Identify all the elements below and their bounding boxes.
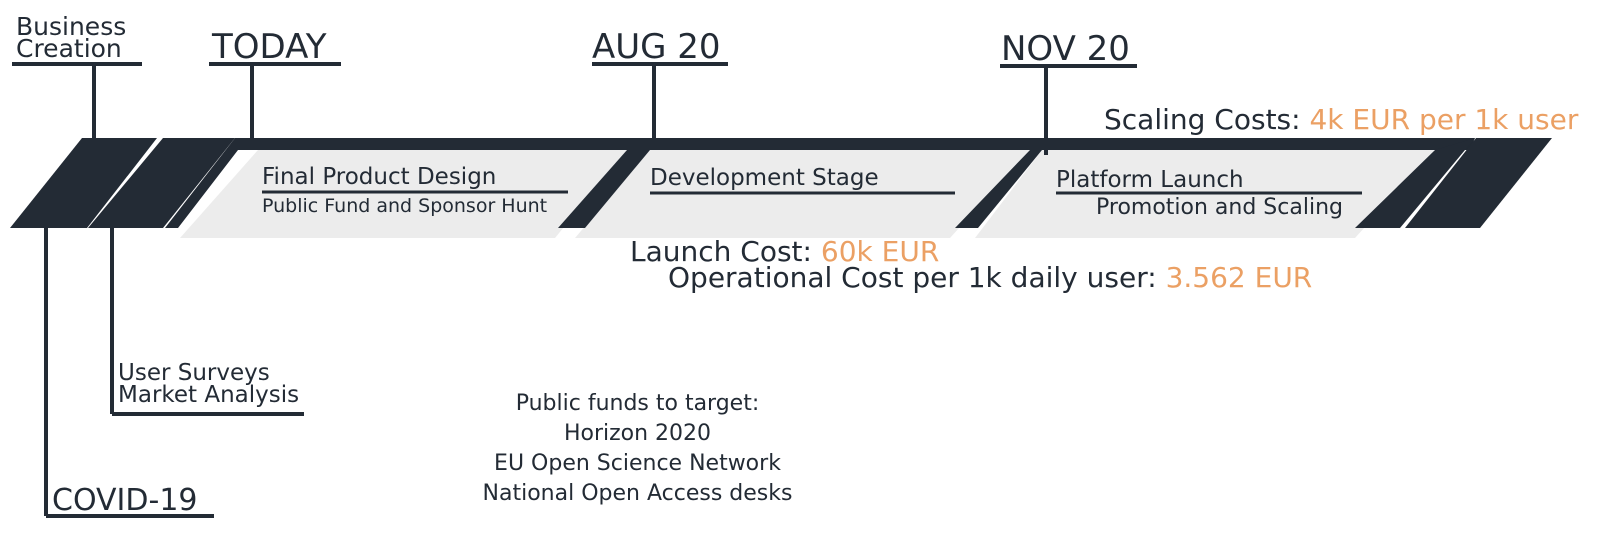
launch-cost: Launch Cost: 60k EUR — [630, 238, 939, 266]
phase-panel-1 — [180, 150, 627, 238]
phase-3-subtitle: Promotion and Scaling — [1096, 195, 1343, 220]
launch-cost-label: Launch Cost: — [630, 235, 812, 268]
user-surveys-text: User Surveys — [118, 360, 270, 386]
band-diagonal-2 — [558, 150, 650, 228]
operational-cost: Operational Cost per 1k daily user: 3.56… — [668, 264, 1312, 292]
phase-1-title: Final Product Design — [262, 164, 497, 190]
public-funds-list: Public funds to target: Horizon 2020 EU … — [440, 389, 835, 509]
timeline-band — [255, 138, 1475, 150]
public-fund-item: EU Open Science Network — [494, 451, 781, 476]
stripe-3 — [1405, 138, 1552, 228]
stripe-2 — [88, 138, 235, 228]
phase-1-subtitle: Public Fund and Sponsor Hunt — [262, 195, 548, 217]
phase-3-title: Platform Launch — [1056, 167, 1244, 193]
operational-cost-value: 3.562 EUR — [1165, 261, 1313, 294]
milestone-today: TODAY — [212, 27, 327, 67]
public-fund-item: Horizon 2020 — [563, 421, 712, 446]
band-diagonal-4 — [1355, 138, 1475, 228]
covid-label: COVID-19 — [52, 483, 198, 518]
business-creation-line1: Business — [16, 12, 127, 41]
scaling-costs-value: 4k EUR per 1k user — [1309, 103, 1579, 136]
user-research-label: User Surveys Market Analysis — [118, 360, 300, 408]
market-analysis-text: Market Analysis — [118, 382, 300, 408]
launch-cost-value: 60k EUR — [820, 235, 940, 268]
public-funds-heading: Public funds to target: — [515, 391, 760, 416]
operational-cost-label: Operational Cost per 1k daily user: — [668, 261, 1157, 294]
milestone-aug20: AUG 20 — [592, 27, 721, 67]
business-creation-label: Business Creation — [16, 12, 127, 63]
band-diagonal-3 — [955, 150, 1042, 228]
phase-2-title: Development Stage — [650, 165, 879, 191]
stripe-1 — [10, 138, 157, 228]
milestone-nov20: NOV 20 — [1001, 29, 1130, 69]
scaling-costs: Scaling Costs: 4k EUR per 1k user — [1104, 106, 1578, 134]
business-creation-line2: Creation — [16, 34, 122, 63]
public-fund-item: National Open Access desks — [482, 481, 793, 506]
scaling-costs-label: Scaling Costs: — [1104, 103, 1301, 136]
band-diagonal-1 — [165, 138, 255, 228]
